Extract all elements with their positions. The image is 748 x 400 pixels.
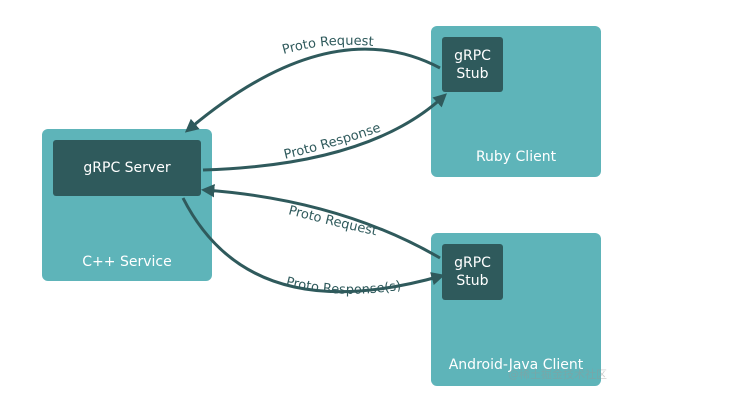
- ruby-stub-line1: gRPC: [454, 47, 491, 64]
- ruby-grpc-stub-box: gRPC Stub: [442, 37, 503, 92]
- android-response-arrow: [181, 197, 445, 294]
- ruby-client-box: gRPC Stub Ruby Client: [431, 26, 601, 177]
- ruby-client-label: Ruby Client: [475, 149, 557, 165]
- grpc-server-label: gRPC Server: [83, 160, 171, 176]
- ruby-response-arrow: [202, 93, 447, 172]
- android-request-arrow: [200, 183, 441, 260]
- cpp-service-box: gRPC Server C++ Service: [42, 129, 212, 281]
- android-client-label: Android-Java Client: [448, 357, 584, 373]
- watermark: @稀土掘金技术社区: [508, 368, 607, 381]
- ruby-stub-line2: Stub: [456, 65, 489, 82]
- ruby-request-arrow: [184, 47, 441, 133]
- grpc-server-box: gRPC Server: [53, 140, 201, 196]
- android-client-box: gRPC Stub Android-Java Client: [431, 233, 601, 386]
- android-grpc-stub-box: gRPC Stub: [442, 244, 503, 300]
- android-response-label: Proto Response(s): [284, 275, 402, 298]
- android-stub-line2: Stub: [456, 273, 489, 289]
- android-stub-line1: gRPC: [454, 255, 491, 271]
- cpp-service-label: C++ Service: [82, 254, 172, 270]
